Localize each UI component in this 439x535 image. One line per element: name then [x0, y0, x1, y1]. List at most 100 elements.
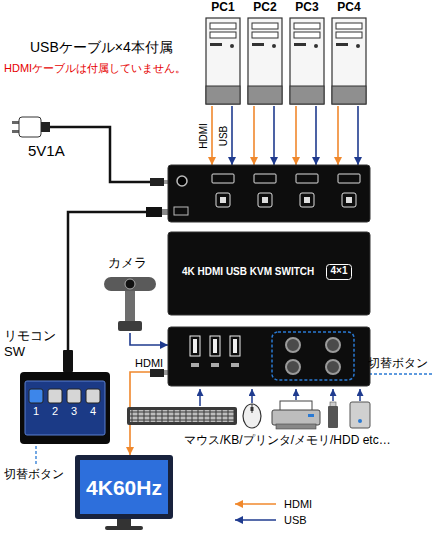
printer-icon [272, 410, 320, 425]
usb-wire [251, 389, 253, 403]
monitor-neck [117, 519, 131, 526]
dc-jack [177, 176, 187, 186]
port-icon [231, 363, 239, 367]
monitor-frame [75, 455, 173, 519]
computer-label: PC3 [288, 0, 326, 14]
computer-node-art [330, 0, 368, 106]
computer-node: PC3 [288, 0, 326, 106]
plug-prong [12, 121, 19, 124]
usb-b-pin [346, 197, 352, 203]
monitor-base [105, 526, 143, 530]
usb-b-port [258, 193, 272, 207]
remote-button: 1 [28, 388, 44, 422]
tower-case [248, 18, 282, 104]
drive-bay [294, 23, 320, 29]
computer-label: PC4 [330, 0, 368, 14]
legend-line [235, 503, 276, 505]
power-button [230, 44, 234, 48]
button-number: 1 [28, 405, 44, 418]
hdmi-port [338, 174, 360, 183]
legend-entry: USB [232, 512, 312, 528]
remote-key [86, 389, 100, 403]
hdd-light [358, 419, 362, 423]
cable-connector [273, 106, 275, 165]
drive-bay [210, 23, 236, 29]
usb-a-port [190, 336, 200, 356]
hdmi-port [212, 174, 234, 183]
usb-b-pin [262, 197, 268, 203]
remote-label: リモコン SW [4, 328, 62, 359]
leader-line [35, 446, 36, 464]
mouse-icon [243, 404, 261, 428]
camera-body [104, 277, 156, 291]
dc-plug [150, 178, 164, 186]
drive-bay [336, 32, 362, 38]
camera-base [118, 321, 142, 331]
remote-panel [25, 381, 105, 435]
cable-connector [130, 333, 168, 345]
hdmi-port [254, 174, 276, 183]
usb-wire [199, 389, 201, 406]
usb-b-port [216, 193, 230, 207]
cable-connector [211, 106, 213, 165]
cable-connector [357, 106, 359, 165]
printer-tray [276, 424, 316, 429]
usb-stick-icon [328, 406, 338, 428]
plug-body [19, 117, 41, 137]
plug-neck [41, 122, 50, 132]
callout-label: 切替ボタン [368, 356, 428, 370]
printer-light [308, 414, 314, 417]
edge-label: USB [218, 124, 229, 147]
tower-base [332, 86, 366, 104]
dc-plug-tip [164, 180, 168, 184]
disk-slot [336, 43, 348, 46]
badge-outline [327, 265, 352, 280]
mouse-wheel [251, 407, 254, 411]
remote-key [29, 389, 43, 403]
monitor-screen [80, 460, 168, 514]
usb-a-port [210, 336, 220, 356]
usb-b-pin [304, 197, 310, 203]
computer-node-art [288, 0, 326, 106]
legend-text: HDMI [284, 498, 312, 510]
cable-connector [315, 106, 317, 165]
computer-label: PC2 [246, 0, 284, 14]
drive-bay [252, 32, 278, 38]
plug-prong [12, 130, 19, 133]
keyboard-icon [127, 407, 237, 425]
camera-stand [125, 291, 135, 321]
usb-wire [359, 389, 361, 401]
top-panel [168, 232, 370, 315]
remote-cord [67, 326, 70, 352]
disk-slot [294, 43, 306, 46]
rear-panel [168, 165, 370, 222]
usb-wire [332, 389, 334, 401]
usb-b-pin [220, 197, 226, 203]
product-name: 4K HDMI USB KVM SWITCH [182, 266, 314, 278]
drive-bay [336, 23, 362, 29]
cable-connector [295, 106, 297, 165]
power-cord [50, 126, 100, 129]
usb-wire [295, 389, 297, 400]
remote-button: 4 [85, 388, 101, 422]
computer-label: PC1 [204, 0, 242, 14]
cable-connector [231, 106, 233, 165]
badge-text: 4×1 [326, 265, 352, 277]
legend-sample [232, 498, 278, 510]
remote-key [67, 389, 81, 403]
camera-lens [125, 279, 135, 289]
hdmi-port [296, 174, 318, 183]
legend-entry: HDMI [232, 496, 312, 512]
switch-button [326, 338, 340, 352]
remote-plug-tip [162, 209, 168, 215]
usb-a-pin [193, 339, 197, 353]
monitor: 4K60Hz [75, 455, 173, 531]
remote-button: 2 [47, 388, 63, 422]
usb-a-pin [233, 339, 237, 353]
port-icon [191, 363, 199, 367]
legend: HDMI USB [232, 496, 312, 528]
keyboard-keys [130, 410, 234, 422]
remote-switch: リモコン SW1234 [4, 326, 112, 446]
mouse-split [252, 404, 253, 413]
